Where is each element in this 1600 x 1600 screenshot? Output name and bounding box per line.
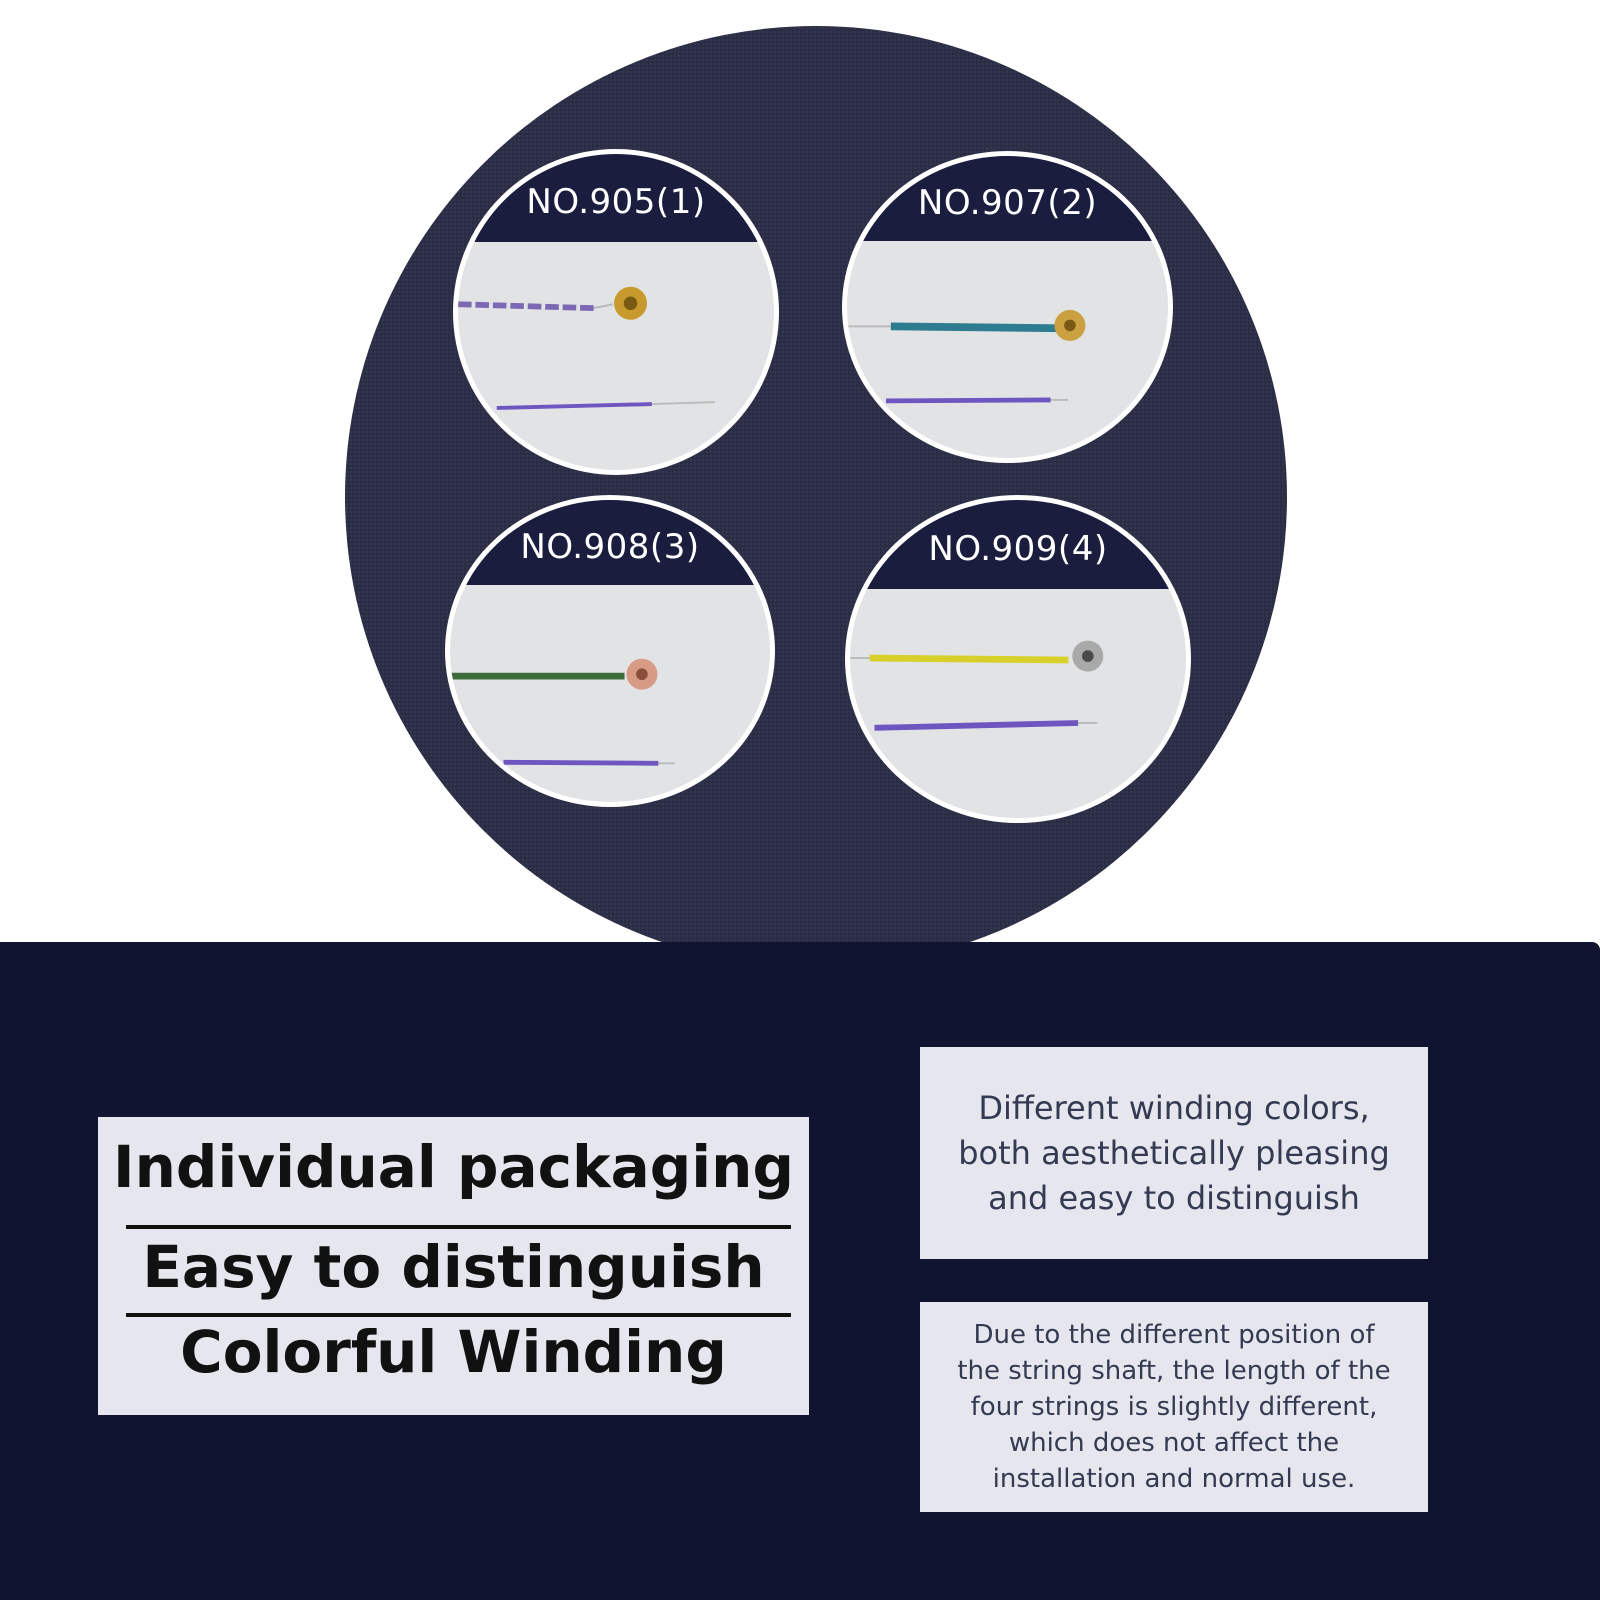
feature-divider (126, 1225, 791, 1229)
note-text-line: Due to the different position of (973, 1320, 1375, 1350)
string-illustration (450, 658, 675, 766)
sample-label-band (458, 154, 774, 243)
string-illustration (847, 309, 1086, 404)
note-string-length: Due to the different position of the str… (920, 1302, 1428, 1512)
string-sample-909: NO.909(4) (845, 495, 1191, 823)
sample-label: NO.905(1) (526, 182, 706, 223)
string-sample-905: NO.905(1) (453, 149, 779, 475)
note-text-line: and easy to distinguish (988, 1178, 1360, 1217)
note-text-line: both aesthetically pleasing (958, 1133, 1390, 1172)
string-sample-908: NO.908(3) (445, 495, 775, 807)
sample-label-band (850, 500, 1186, 590)
string-illustration (850, 640, 1104, 731)
note-text-line: Different winding colors, (978, 1088, 1370, 1127)
info-panel: Individual packaging Easy to distinguish… (0, 942, 1600, 1600)
note-winding-colors: Different winding colors, both aesthetic… (920, 1047, 1428, 1259)
note-text-line: four strings is slightly different, (970, 1392, 1378, 1422)
note-text-line: the string shaft, the length of the (957, 1356, 1391, 1386)
note-text-line: installation and normal use. (992, 1464, 1356, 1494)
feature-box: Individual packaging Easy to distinguish… (98, 1117, 809, 1415)
feature-divider (126, 1313, 791, 1317)
feature-line-3: Colorful Winding (180, 1318, 727, 1386)
string-sample-907: NO.907(2) (842, 151, 1173, 463)
feature-line-1: Individual packaging (113, 1133, 794, 1201)
sample-label: NO.908(3) (520, 527, 700, 568)
sample-label: NO.907(2) (917, 183, 1098, 224)
sample-label: NO.909(4) (928, 528, 1108, 569)
sample-label-band (450, 500, 770, 585)
sample-label-band (847, 156, 1168, 241)
feature-line-2: Easy to distinguish (142, 1233, 765, 1301)
string-illustration (458, 286, 715, 410)
note-text-line: which does not affect the (1008, 1428, 1340, 1458)
